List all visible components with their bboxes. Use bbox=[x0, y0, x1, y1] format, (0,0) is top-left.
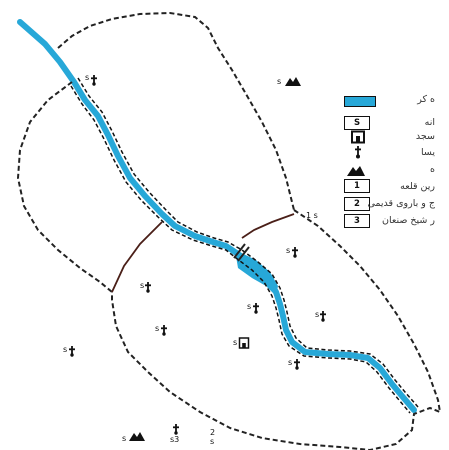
wall-west bbox=[111, 221, 163, 293]
map-label-s: s bbox=[85, 73, 89, 82]
legend-box-2: 2 bbox=[344, 197, 370, 211]
legend-label: سجد bbox=[415, 131, 435, 142]
map-label-s: s bbox=[233, 338, 237, 347]
legend-box-1: 1 bbox=[344, 179, 370, 193]
map-label-s: s bbox=[286, 246, 290, 255]
church-icon bbox=[352, 144, 364, 163]
map-label-2: 2 bbox=[210, 428, 215, 437]
legend-box-s: S bbox=[344, 116, 370, 130]
map-label-s: s bbox=[247, 302, 251, 311]
church-icon bbox=[320, 311, 326, 322]
mosque-icon bbox=[238, 337, 250, 349]
mountain-icon bbox=[285, 77, 301, 86]
boundary-outer-west bbox=[16, 81, 113, 293]
church-icon bbox=[145, 282, 151, 293]
church-icon bbox=[173, 424, 179, 435]
mountain-icon bbox=[345, 162, 367, 181]
legend-label: انه bbox=[424, 117, 435, 128]
church-icon bbox=[69, 346, 75, 357]
legend-river-swatch bbox=[344, 96, 376, 107]
legend-box-3: 3 bbox=[344, 214, 370, 228]
church-icon bbox=[292, 247, 298, 258]
church-icon bbox=[161, 325, 167, 336]
church-icon bbox=[253, 303, 259, 314]
map-label-s: s bbox=[315, 310, 319, 319]
map-label-s: s bbox=[63, 345, 67, 354]
boundary-outer-east-south bbox=[111, 209, 442, 450]
bridge-icon bbox=[233, 243, 250, 262]
map-label-s: s bbox=[155, 324, 159, 333]
map-label-s3: s3 bbox=[170, 435, 179, 444]
mosque-icon bbox=[350, 129, 366, 148]
church-icon bbox=[294, 359, 300, 370]
map-label-s: s bbox=[140, 281, 144, 290]
wall-east bbox=[241, 213, 295, 239]
legend-label: ر شیخ صنعان bbox=[382, 215, 435, 226]
mountain-icon bbox=[129, 432, 145, 441]
map-label-s: s bbox=[288, 358, 292, 367]
legend-label: رین قلعه bbox=[400, 181, 435, 192]
map-label-s: s bbox=[210, 437, 214, 446]
map-label-s: s bbox=[122, 434, 126, 443]
legend-label: ه bbox=[430, 164, 435, 175]
map-label-1s: 1 s bbox=[306, 211, 318, 220]
river-edge-left bbox=[70, 85, 411, 414]
legend-label: ج و باروی قدیمی bbox=[367, 198, 435, 209]
legend-label: ه کر bbox=[417, 94, 435, 105]
church-icon bbox=[91, 75, 97, 86]
legend-label: یسا bbox=[420, 147, 435, 158]
map-label-s: s bbox=[277, 77, 281, 86]
river-widening bbox=[235, 250, 278, 296]
river-edge-right bbox=[77, 77, 419, 408]
boundary-outer-north bbox=[57, 11, 295, 211]
